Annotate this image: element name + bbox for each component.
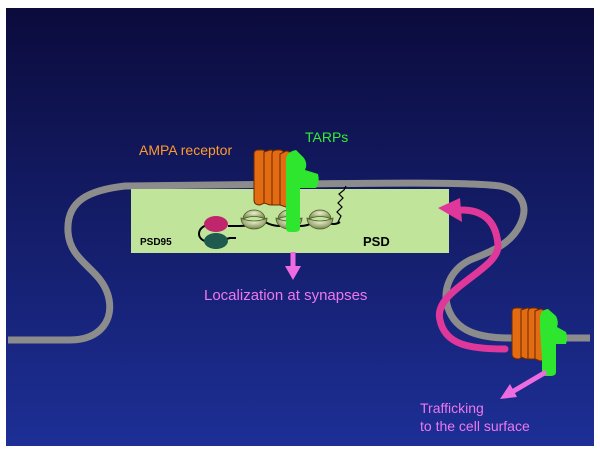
label-ampa-receptor: AMPA receptor <box>139 142 232 158</box>
psd95-gk-domain <box>204 233 228 249</box>
psd95-tail <box>336 185 347 223</box>
pdz-domain <box>306 217 334 230</box>
label-psd95: PSD95 <box>140 237 172 248</box>
tarp-extrasynaptic <box>540 309 567 376</box>
cell-membrane <box>8 179 590 344</box>
ampa-receptor-synaptic <box>253 149 292 208</box>
pdz-domain <box>308 209 332 220</box>
label-localization: Localization at synapses <box>204 287 367 304</box>
psd95-sh3-domain <box>204 216 228 232</box>
label-trafficking-line1: Trafficking <box>420 400 484 416</box>
localization-arrow <box>285 252 301 280</box>
trafficking-path-arrow <box>436 198 509 353</box>
pdz-domain <box>242 209 266 220</box>
label-psd: PSD <box>363 234 390 249</box>
trafficking-out-arrow <box>500 369 548 399</box>
pdz-domain <box>240 217 268 230</box>
label-trafficking-line2: to the cell surface <box>420 418 530 434</box>
tarp-synaptic <box>286 150 319 232</box>
ampa-receptor-extrasynaptic <box>511 307 546 362</box>
label-tarps: TARPs <box>305 129 348 145</box>
